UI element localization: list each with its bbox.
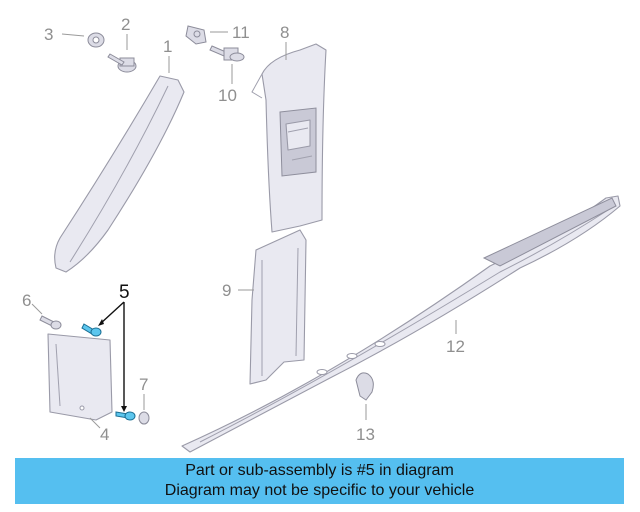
- info-banner: Part or sub-assembly is #5 in diagram Di…: [15, 458, 624, 504]
- callout-7[interactable]: 7: [139, 375, 148, 394]
- part-1-a-pillar-trim[interactable]: [54, 75, 185, 273]
- callout-6[interactable]: 6: [22, 291, 31, 310]
- part-13-clip[interactable]: [355, 372, 374, 401]
- callout-11[interactable]: 11: [232, 23, 250, 42]
- callout-1[interactable]: 1: [163, 37, 172, 56]
- arrowhead-5-upper: [98, 319, 104, 326]
- leader-4: [89, 417, 101, 429]
- part-9-b-pillar-lower-trim[interactable]: [249, 229, 307, 385]
- leader-5-upper: [99, 301, 125, 325]
- callout-9[interactable]: 9: [222, 281, 231, 300]
- part-3-clip[interactable]: [87, 32, 105, 48]
- leader-6: [31, 303, 43, 315]
- part-5-screw-upper[interactable]: [81, 323, 102, 337]
- arrowhead-5-lower: [121, 406, 127, 412]
- callout-5[interactable]: 5: [119, 282, 130, 303]
- part-7-clip[interactable]: [138, 411, 150, 425]
- banner-line-disclaimer: Diagram may not be specific to your vehi…: [164, 482, 475, 499]
- callout-13[interactable]: 13: [356, 425, 375, 444]
- callout-8[interactable]: 8: [280, 23, 289, 42]
- part-6-screw[interactable]: [39, 315, 62, 330]
- part-5-screw-lower[interactable]: [115, 411, 136, 421]
- callout-12[interactable]: 12: [446, 337, 465, 356]
- part-10-screw[interactable]: [209, 45, 245, 62]
- callout-2[interactable]: 2: [121, 15, 130, 34]
- leader-3: [61, 33, 85, 37]
- callout-10[interactable]: 10: [218, 86, 237, 105]
- callout-3[interactable]: 3: [44, 25, 53, 44]
- part-4-kick-panel-trim[interactable]: [47, 333, 113, 421]
- part-12-scuff-plate[interactable]: [181, 195, 621, 453]
- part-11-clip[interactable]: [185, 25, 207, 45]
- banner-line-part: Part or sub-assembly is #5 in diagram: [185, 462, 454, 479]
- callout-4[interactable]: 4: [100, 425, 109, 444]
- part-2-screw[interactable]: [107, 53, 137, 73]
- part-8-b-pillar-upper-trim[interactable]: [251, 43, 327, 233]
